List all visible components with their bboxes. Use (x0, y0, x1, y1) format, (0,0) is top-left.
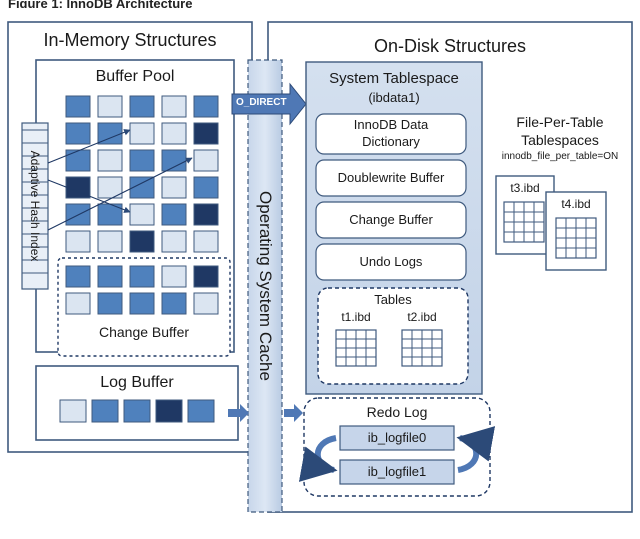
adaptive-hash-index-bar (21, 122, 49, 290)
system-tablespace-title: System Tablespace (329, 70, 459, 87)
buffer-pool-page (161, 122, 187, 145)
t4-ibd-label: t4.ibd (561, 197, 591, 211)
buffer-pool-page (65, 122, 91, 145)
log-buffer-title: Log Buffer (100, 374, 174, 391)
file-per-table-grids (503, 201, 597, 259)
buffer-pool-page (161, 230, 187, 253)
buffer-pool-page (97, 176, 123, 199)
t1-ibd-label: t1.ibd (341, 310, 371, 324)
ib-logfile1-label: ib_logfile1 (367, 464, 427, 479)
buffer-pool-page (129, 95, 155, 118)
buffer-pool-page (129, 122, 155, 145)
redo-cycle-left-arrow (298, 435, 338, 482)
adaptive-hash-index-label: Adaptive Hash Index (28, 150, 42, 262)
change-buffer-page (129, 265, 155, 288)
disk-change-buffer-label: Change Buffer (349, 212, 433, 227)
buffer-pool-page (129, 203, 155, 226)
data-dictionary-box (315, 113, 467, 155)
change-buffer-page (65, 265, 91, 288)
buffer-pool-page (97, 95, 123, 118)
hash-index-arrows (47, 129, 193, 231)
log-buffer-cell (155, 399, 183, 423)
figure-caption: Figure 1: InnoDB Architecture (8, 0, 193, 8)
system-table-grids (335, 329, 443, 367)
operating-system-cache-label: Operating System Cache (256, 191, 275, 381)
log-buffer-to-os-arrow (228, 404, 249, 422)
data-dictionary-label-line1: InnoDB Data (353, 117, 429, 132)
buffer-pool-page (193, 203, 219, 226)
tables-title: Tables (374, 292, 412, 307)
buffer-pool-page (97, 230, 123, 253)
buffer-pool-page (193, 95, 219, 118)
change-buffer-page (129, 292, 155, 315)
ib-logfile0-box (339, 425, 455, 451)
change-buffer-page (193, 265, 219, 288)
buffer-pool-page (161, 149, 187, 172)
undo-logs-box (315, 243, 467, 281)
change-buffer-page (97, 292, 123, 315)
buffer-pool-page (161, 95, 187, 118)
o-direct-arrow (231, 82, 307, 126)
change-buffer-page (161, 265, 187, 288)
file-per-table-setting: innodb_file_per_table=ON (501, 151, 619, 162)
buffer-pool-page (129, 176, 155, 199)
redo-log-title: Redo Log (366, 404, 428, 420)
redo-cycle-right-arrow (456, 426, 496, 473)
buffer-pool-page (193, 122, 219, 145)
log-buffer-cell (187, 399, 215, 423)
change-buffer-page (161, 292, 187, 315)
log-buffer-cell (91, 399, 119, 423)
buffer-pool-page (193, 176, 219, 199)
ib-logfile0-label: ib_logfile0 (367, 430, 427, 445)
doublewrite-buffer-box (315, 159, 467, 197)
doublewrite-buffer-label: Doublewrite Buffer (337, 170, 445, 185)
buffer-pool-page (97, 149, 123, 172)
buffer-pool-page (65, 149, 91, 172)
log-buffer-cells (59, 399, 215, 423)
t2-ibd-label: t2.ibd (407, 310, 437, 324)
buffer-pool-page (193, 149, 219, 172)
t3-ibd-label: t3.ibd (510, 181, 540, 195)
in-memory-structures-title: In-Memory Structures (43, 30, 217, 50)
buffer-pool-page (65, 95, 91, 118)
file-per-table-title-line1: File-Per-Table (516, 114, 604, 130)
ib-logfile1-box (339, 459, 455, 485)
os-to-redo-log-arrow (284, 404, 303, 422)
log-buffer-cell (59, 399, 87, 423)
change-buffer-page (65, 292, 91, 315)
change-buffer-label: Change Buffer (98, 324, 190, 340)
operating-system-cache-column (247, 59, 283, 513)
buffer-pool-page (129, 230, 155, 253)
adaptive-hash-index-ticks (22, 129, 48, 274)
change-buffer-page (97, 265, 123, 288)
change-buffer-pages (65, 265, 219, 315)
disk-change-buffer-box (315, 201, 467, 239)
buffer-pool-title: Buffer Pool (95, 68, 175, 85)
system-tablespace-subtitle: (ibdata1) (368, 90, 420, 105)
buffer-pool-page (193, 230, 219, 253)
change-buffer-page (193, 292, 219, 315)
log-buffer-cell (123, 399, 151, 423)
buffer-pool-page (65, 230, 91, 253)
undo-logs-label: Undo Logs (359, 254, 423, 269)
file-per-table-title-line2: Tablespaces (521, 132, 599, 148)
buffer-pool-page (129, 149, 155, 172)
buffer-pool-page (161, 176, 187, 199)
data-dictionary-label-line2: Dictionary (362, 134, 420, 149)
o-direct-label: O_DIRECT (236, 97, 287, 108)
buffer-pool-page (161, 203, 187, 226)
on-disk-structures-title: On-Disk Structures (373, 36, 527, 56)
